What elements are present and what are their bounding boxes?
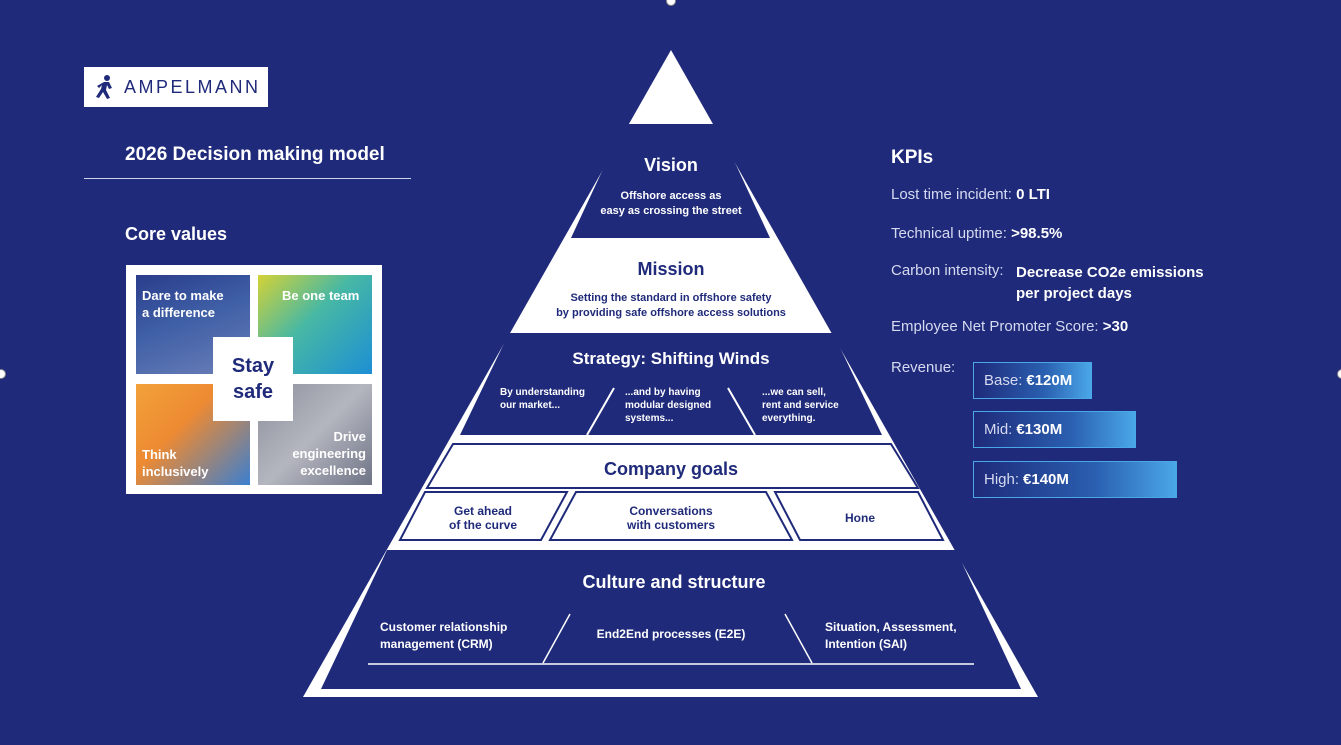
culture-item-sai: Situation, Assessment, Intention (SAI) xyxy=(825,620,957,651)
revenue-bar-base: Base: €120M xyxy=(973,362,1092,399)
kpi-carbon-value-wrap: Decrease CO2e emissions per project days xyxy=(1016,262,1204,304)
kpi-carbon: Carbon intensity: xyxy=(891,262,1004,279)
revenue-mid-value: €130M xyxy=(1016,421,1063,438)
core-values-box: Dare to make a difference Be one team Th… xyxy=(126,265,382,494)
goal-box-conversations xyxy=(548,491,794,541)
vision-text: Offshore access as easy as crossing the … xyxy=(600,190,742,217)
kpi-enps-label: Employee Net Promoter Score: xyxy=(891,318,1099,335)
pyramid-goals-title-box xyxy=(425,443,920,489)
kpi-enps: Employee Net Promoter Score: >30 xyxy=(891,318,1128,335)
resize-handle-top[interactable] xyxy=(666,0,676,6)
core-values-title: Core values xyxy=(125,224,228,244)
strategy-divider-1 xyxy=(586,387,615,436)
kpi-revenue-label: Revenue: xyxy=(891,359,956,376)
culture-divider-1 xyxy=(542,613,571,664)
core-value-dare: Dare to make a difference xyxy=(142,288,224,320)
goal-box-ahead xyxy=(398,491,569,541)
goal-hone: Hone xyxy=(845,511,875,525)
mission-title: Mission xyxy=(637,259,705,279)
goals-title: Company goals xyxy=(603,459,739,479)
kpi-carbon-value: Decrease CO2e emissions per project days xyxy=(1016,264,1204,302)
kpi-uptime: Technical uptime: >98.5% xyxy=(891,225,1062,242)
kpi-title: KPIs xyxy=(891,147,934,168)
strategy-item-3: ...we can sell, rent and service everyth… xyxy=(762,387,839,424)
stay-safe-text: Stay safe xyxy=(231,355,275,403)
revenue-bar-mid: Mid: €130M xyxy=(973,411,1136,448)
revenue-base-value: €120M xyxy=(1026,372,1073,389)
revenue-high-label: High: xyxy=(984,471,1020,488)
kpi-lti-label: Lost time incident: xyxy=(891,186,1012,203)
kpi-uptime-value: >98.5% xyxy=(1011,225,1063,242)
goal-ahead: Get ahead of the curve xyxy=(448,504,517,532)
ampelmann-logo: AMPELMANN xyxy=(84,67,268,107)
strategy-item-1: By understanding our market... xyxy=(500,387,586,411)
kpi-lti-value: 0 LTI xyxy=(1016,186,1050,203)
revenue-bar-high: High: €140M xyxy=(973,461,1177,498)
culture-title: Culture and structure xyxy=(582,572,766,592)
revenue-mid-label: Mid: xyxy=(984,421,1013,438)
core-value-team: Be one team xyxy=(282,288,360,303)
core-value-think: Think inclusively xyxy=(142,447,209,479)
goal-conversations: Conversations with customers xyxy=(626,504,716,532)
kpi-carbon-label: Carbon intensity: xyxy=(891,262,1004,279)
culture-divider-2 xyxy=(784,613,813,664)
stay-safe-label: Stay safe xyxy=(213,337,293,421)
pyramid-vision-band xyxy=(571,124,770,238)
revenue-high-value: €140M xyxy=(1023,471,1069,488)
culture-item-crm: Customer relationship management (CRM) xyxy=(380,620,508,651)
revenue-base-label: Base: xyxy=(984,372,1023,389)
kpi-uptime-label: Technical uptime: xyxy=(891,225,1007,242)
vision-title: Vision xyxy=(644,155,698,175)
core-value-drive: Drive engineering excellence xyxy=(292,429,366,478)
pyramid-strategy-band xyxy=(460,333,882,435)
goal-box-hone xyxy=(773,491,945,541)
strategy-divider-2 xyxy=(727,387,756,436)
title-divider xyxy=(84,178,411,179)
walking-man-icon xyxy=(96,75,112,99)
resize-handle-right[interactable] xyxy=(1337,369,1341,379)
logo-text: AMPELMANN xyxy=(124,76,261,97)
kpi-lti: Lost time incident: 0 LTI xyxy=(891,186,1050,203)
pyramid-culture-band xyxy=(321,550,1021,689)
culture-item-e2e: End2End processes (E2E) xyxy=(596,627,746,641)
mission-text: Setting the standard in offshore safety … xyxy=(556,292,786,319)
resize-handle-left[interactable] xyxy=(0,369,6,379)
kpi-enps-value: >30 xyxy=(1102,318,1129,335)
model-title: 2026 Decision making model xyxy=(125,144,385,165)
strategy-item-2: ...and by having modular designed system… xyxy=(625,387,712,424)
strategy-title: Strategy: Shifting Winds xyxy=(572,349,770,368)
